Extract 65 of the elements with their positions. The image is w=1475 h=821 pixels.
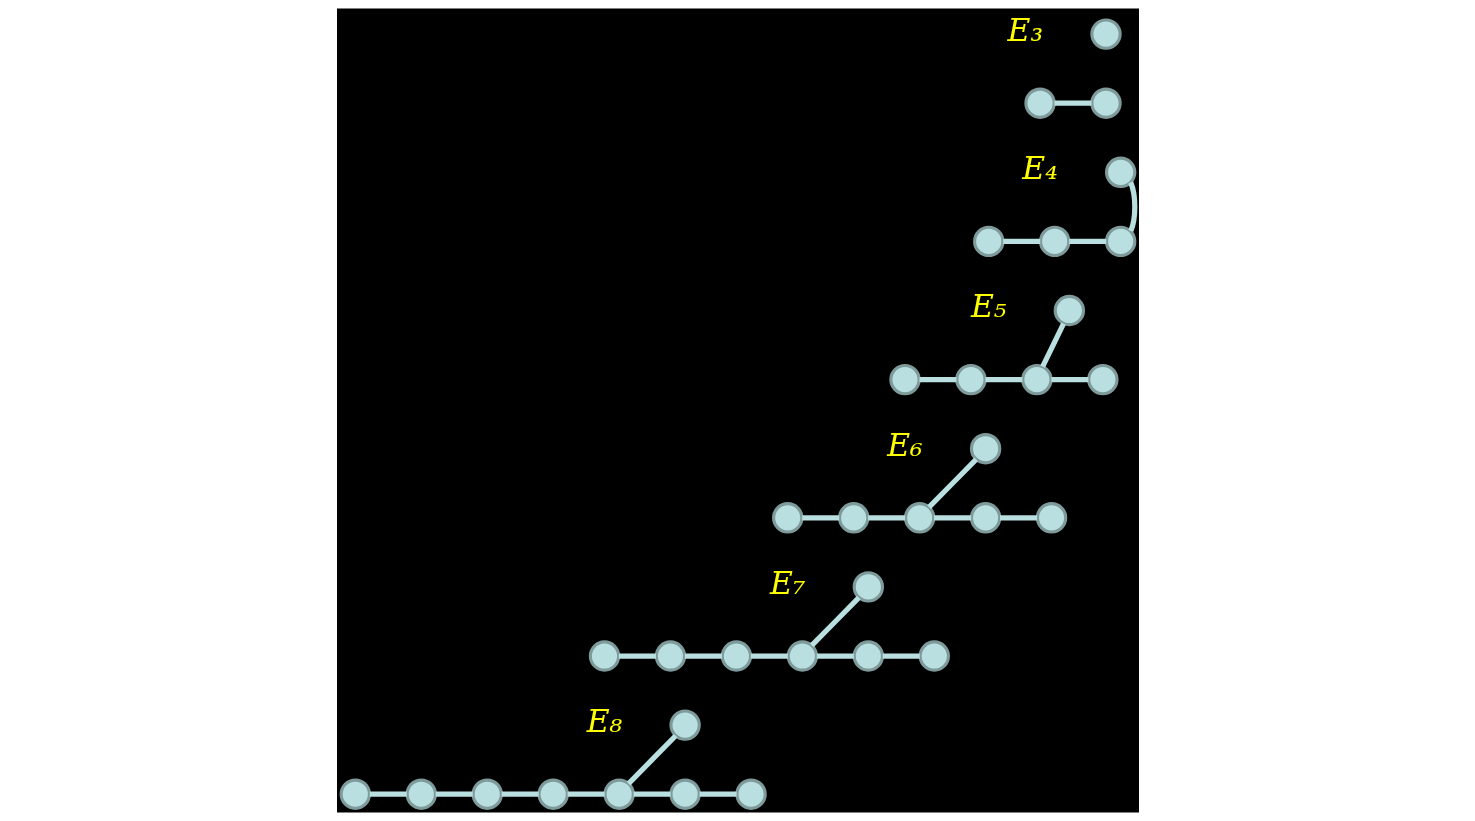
- label: E₃: [1007, 11, 1043, 48]
- connector: [435, 791, 473, 797]
- connector: [933, 515, 971, 521]
- node-circle: [837, 502, 869, 534]
- node-circle: [1089, 87, 1122, 119]
- node-circle: [405, 778, 437, 810]
- connector: [633, 791, 671, 797]
- connector: [1039, 322, 1066, 368]
- node-circle: [852, 640, 884, 672]
- node-circle: [1023, 87, 1056, 119]
- node-circle: [602, 778, 635, 810]
- node-circle: [1089, 18, 1122, 50]
- connector: [918, 377, 956, 383]
- node-circle: [1104, 225, 1136, 258]
- node-circle: [471, 778, 503, 810]
- connector: [1050, 377, 1088, 383]
- connector: [926, 457, 978, 510]
- connector: [501, 791, 539, 797]
- node-circle: [771, 502, 803, 534]
- connector: [626, 733, 678, 786]
- label: E₄: [1021, 150, 1058, 187]
- connector: [369, 791, 407, 797]
- connector: [1002, 238, 1040, 245]
- connector: [999, 515, 1037, 521]
- label: E₇: [769, 564, 805, 601]
- connector: [984, 377, 1022, 383]
- node-circle: [1053, 294, 1085, 327]
- label: E₈: [586, 702, 622, 739]
- node-circle: [969, 502, 1001, 534]
- node-circle: [588, 640, 620, 672]
- node-circle: [668, 778, 701, 810]
- node-circle: [1086, 363, 1119, 396]
- connector: [567, 791, 605, 797]
- node-circle: [339, 778, 371, 810]
- connector: [1127, 181, 1137, 232]
- connector: [750, 653, 788, 659]
- node-circle: [734, 778, 767, 810]
- connector: [816, 653, 854, 659]
- connector: [1053, 100, 1091, 106]
- node-circle: [786, 640, 818, 672]
- connector: [618, 653, 656, 659]
- connector: [882, 653, 920, 659]
- node-circle: [654, 640, 686, 672]
- node-circle: [969, 433, 1001, 465]
- label: E₅: [970, 288, 1006, 325]
- node-circle: [918, 640, 950, 672]
- node-circle: [903, 502, 935, 534]
- node-circle: [1020, 363, 1053, 396]
- connector: [867, 515, 905, 521]
- node-circle: [720, 640, 752, 672]
- connector: [809, 595, 861, 648]
- node-circle: [972, 225, 1004, 258]
- connector: [699, 791, 737, 797]
- node-circle: [668, 709, 701, 741]
- node-circle: [1035, 502, 1067, 534]
- connector: [1068, 238, 1106, 245]
- connector: [684, 653, 722, 659]
- node-circle: [888, 363, 921, 396]
- node-circle: [537, 778, 569, 810]
- connector: [801, 515, 839, 521]
- node-circle: [1104, 156, 1136, 188]
- label: E₆: [886, 426, 923, 463]
- node-circle: [954, 363, 987, 396]
- node-circle: [852, 571, 884, 603]
- node-circle: [1038, 225, 1070, 258]
